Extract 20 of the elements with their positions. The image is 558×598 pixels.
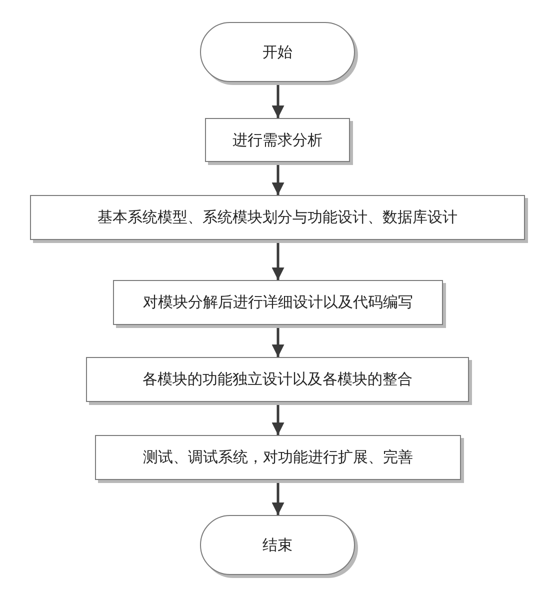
step-label: 对模块分解后进行详细设计以及代码编写: [143, 293, 413, 312]
process-box: [86, 357, 469, 402]
step-label: 基本系统模型、系统模块划分与功能设计、数据库设计: [98, 208, 458, 227]
arrow: [272, 240, 284, 280]
step-label: 结束: [262, 536, 292, 554]
arrow: [272, 325, 284, 357]
arrow: [272, 82, 284, 118]
step-label: 测试、调试系统，对功能进行扩展、完善: [143, 448, 413, 467]
process-box: [113, 280, 443, 325]
arrow: [272, 480, 284, 515]
arrow: [272, 162, 284, 195]
step-label: 进行需求分析: [232, 130, 322, 150]
step-label: 各模块的功能独立设计以及各模块的整合: [142, 370, 412, 389]
terminal-shape: [200, 515, 355, 575]
process-box: [95, 435, 461, 480]
process-box: [205, 118, 350, 162]
terminal-shape: [200, 22, 355, 82]
step-label: 开始: [262, 42, 292, 62]
process-box: [30, 195, 525, 240]
arrow: [272, 402, 284, 435]
